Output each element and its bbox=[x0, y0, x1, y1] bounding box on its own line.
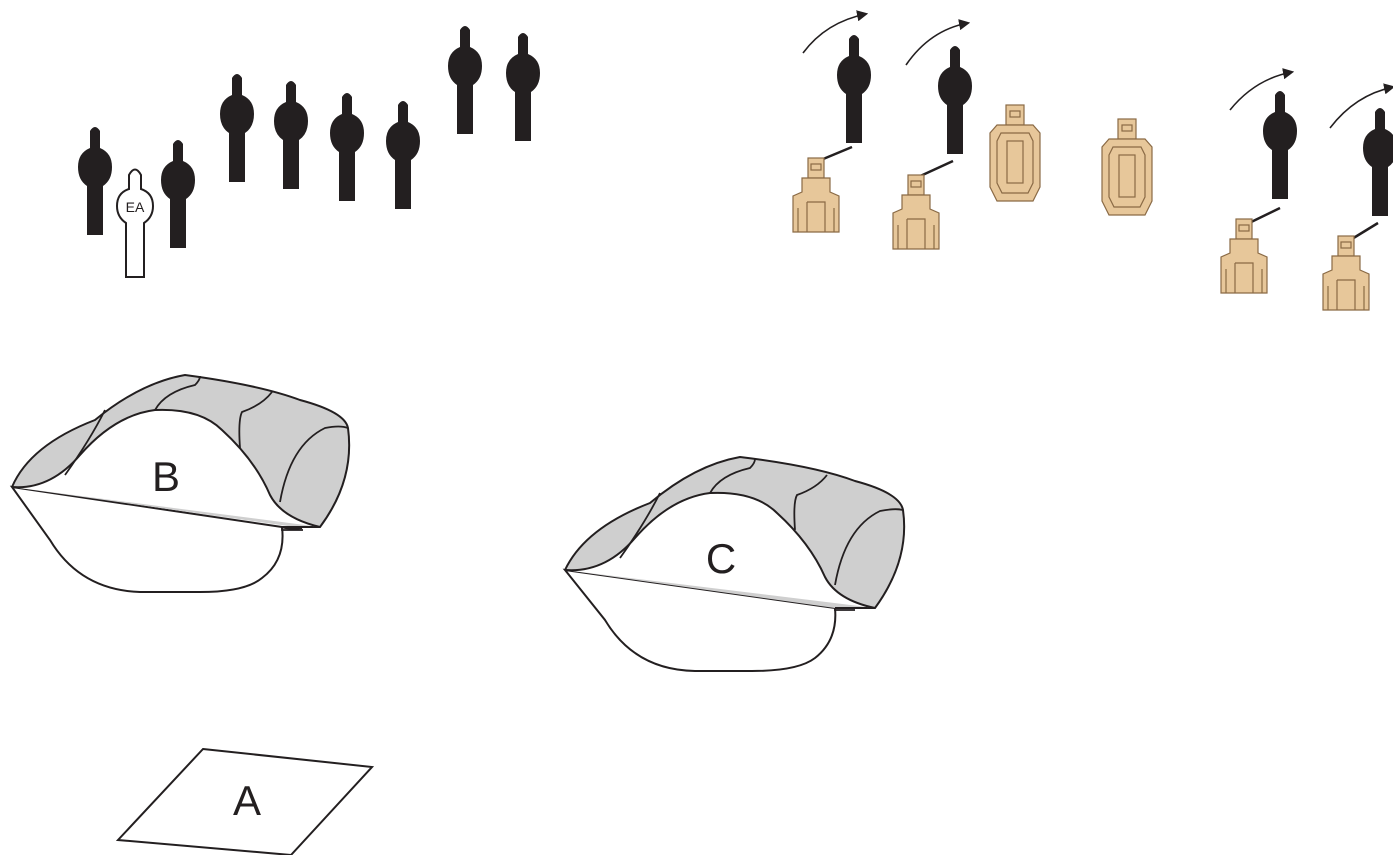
silhouette-target-12 bbox=[1363, 108, 1393, 216]
paper-target-icon bbox=[1220, 218, 1268, 294]
silhouette-target-10 bbox=[938, 46, 972, 154]
label-b: B bbox=[152, 453, 180, 500]
curved-arrow-icon bbox=[1229, 68, 1295, 111]
curved-arrow-icon bbox=[1329, 83, 1393, 129]
curved-arrow-icon bbox=[905, 19, 971, 66]
silhouette-target-9 bbox=[837, 35, 871, 143]
hill-area-b: B bbox=[9, 373, 351, 593]
label-c: C bbox=[706, 535, 736, 582]
paper-target-icon bbox=[989, 104, 1041, 202]
silhouette-target-11 bbox=[1263, 91, 1297, 199]
curved-arrow-icon bbox=[802, 10, 869, 54]
ea-label: EA bbox=[126, 199, 145, 215]
paper-target-icon bbox=[1322, 235, 1370, 311]
silhouette-target-7 bbox=[448, 26, 482, 134]
paper-target-icon bbox=[1101, 118, 1153, 216]
silhouette-target-2 bbox=[161, 140, 195, 248]
hill-area-c: C bbox=[562, 455, 906, 672]
paper-target-icon bbox=[792, 157, 840, 233]
silhouette-target-5 bbox=[330, 93, 364, 201]
silhouette-target-8 bbox=[506, 33, 540, 141]
label-a: A bbox=[233, 777, 261, 824]
outline-silhouette-icon: EA bbox=[115, 168, 155, 278]
paper-target-icon bbox=[892, 174, 940, 250]
silhouette-target-4 bbox=[274, 81, 308, 189]
silhouette-target-1 bbox=[78, 127, 112, 235]
silhouette-target-3 bbox=[220, 74, 254, 182]
silhouette-target-6 bbox=[386, 101, 420, 209]
area-a: A bbox=[115, 747, 375, 855]
target-group-right bbox=[792, 10, 1393, 311]
